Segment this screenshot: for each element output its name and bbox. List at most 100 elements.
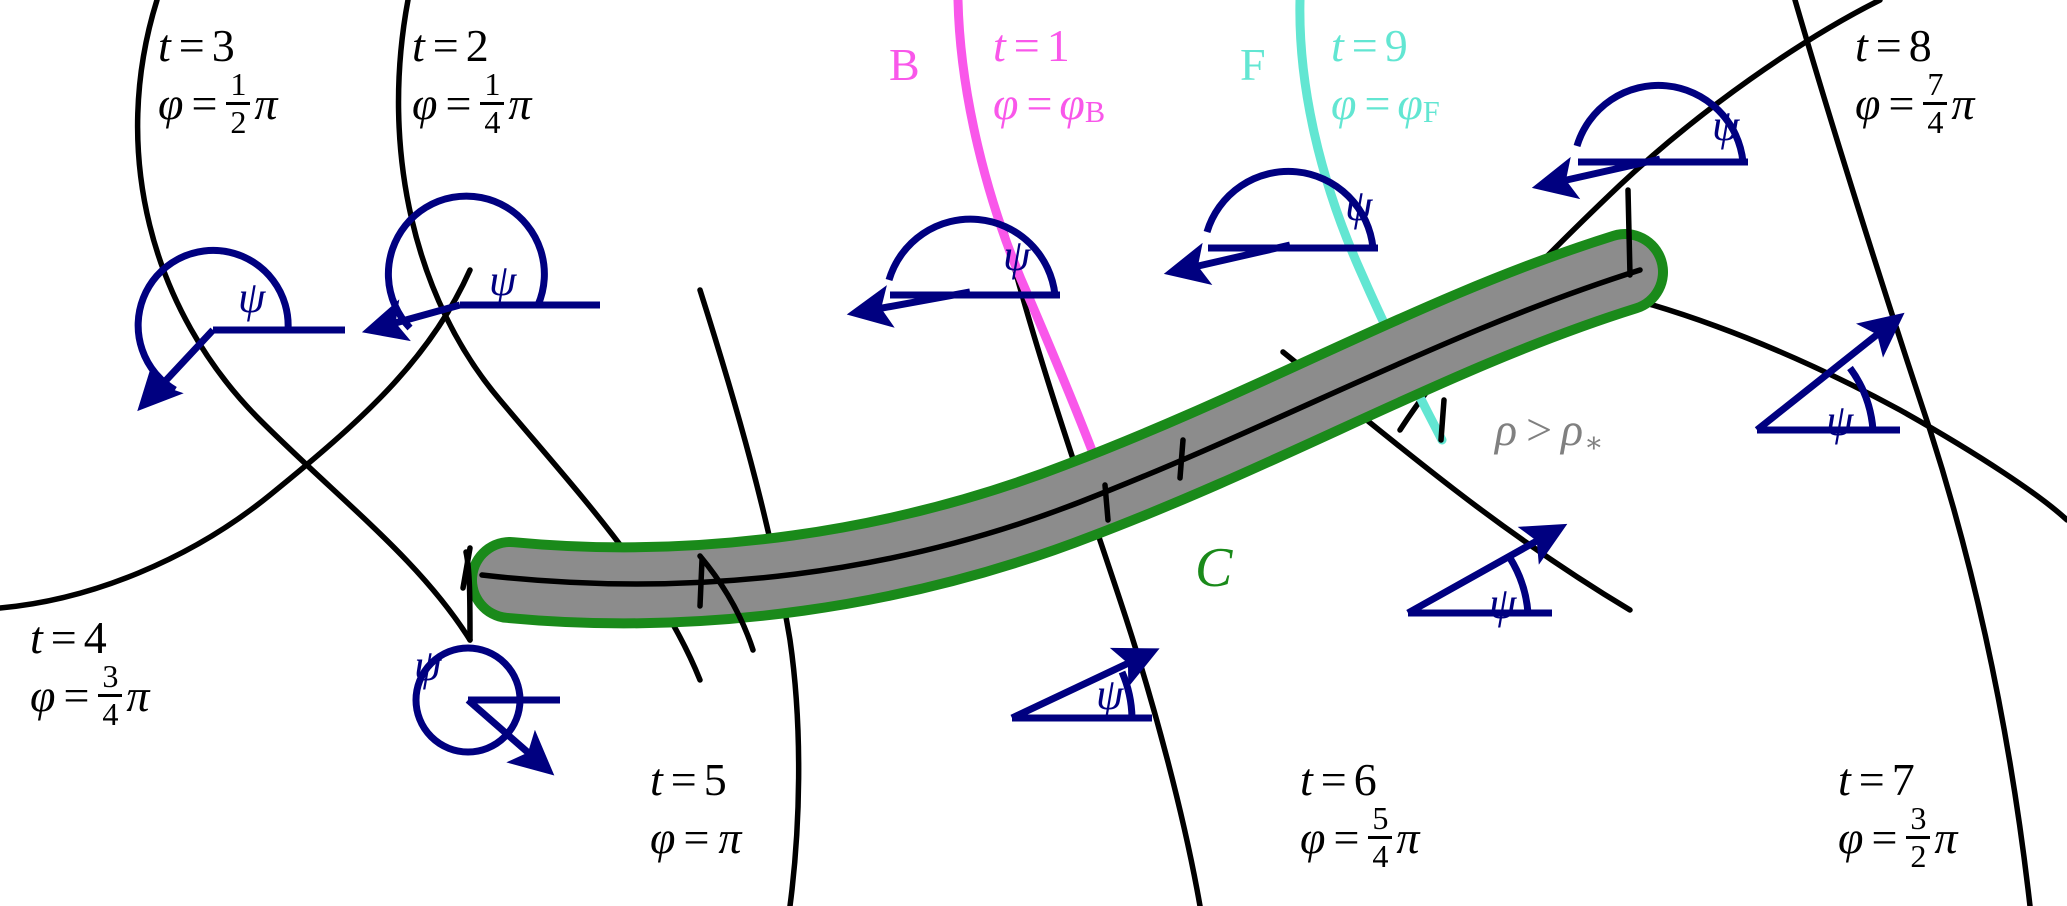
t-value: 3 (211, 20, 235, 72)
angle-arc (384, 192, 548, 331)
phi-variable: φ (993, 78, 1019, 130)
pi-symbol: π (126, 670, 150, 722)
angle-marker-psi-7 (1010, 647, 1160, 722)
equals-sign: = (445, 78, 472, 130)
angle-marker-psi-1 (134, 246, 345, 412)
crossing-t8-vertical (1625, 187, 1633, 278)
equals-sign: = (670, 754, 697, 806)
phi-variable: φ (1300, 812, 1326, 864)
rho-symbol: ρ (1495, 404, 1518, 455)
phi-variable: φ (412, 78, 438, 130)
angle-arc (134, 246, 292, 394)
fraction-bar (1923, 101, 1948, 105)
phi-variable: φ (1855, 78, 1881, 130)
psi-label-9: ψ (1826, 396, 1854, 445)
equals-sign: = (1026, 78, 1053, 130)
crossing-b (1102, 482, 1111, 523)
band-fill-gray (477, 239, 1658, 619)
crossing-t3 (463, 549, 473, 643)
t-variable: t (1300, 754, 1313, 806)
phi-variable: φ (30, 670, 56, 722)
direction-ray (465, 697, 555, 776)
curve-crossings-over-band (460, 187, 1633, 653)
fraction-numerator: 3 (102, 657, 119, 694)
equals-sign: = (683, 812, 710, 864)
equals-sign: = (191, 78, 218, 130)
coordinate-label-t6: t = 6 φ = 5 4 π (1300, 752, 1419, 872)
equals-sign: = (1351, 20, 1378, 72)
fraction: 3 4 (98, 657, 123, 731)
angle-arc (885, 215, 1059, 296)
fraction-numerator: 3 (1910, 799, 1927, 836)
crossing-t2 (697, 557, 705, 609)
curve-B-tag: B (889, 39, 920, 90)
star-subscript: ∗ (1584, 428, 1604, 459)
angle-marker-psi-2 (361, 192, 600, 342)
pi-symbol: π (1934, 812, 1958, 864)
phi-value: φ (1397, 78, 1423, 130)
pi-symbol: π (508, 78, 532, 130)
direction-ray (1754, 312, 1905, 433)
psi-label-8: ψ (1489, 579, 1517, 628)
angle-marker-psi-6 (412, 644, 560, 776)
psi-label-5: ψ (1712, 101, 1740, 150)
t-value: 5 (703, 754, 727, 806)
curve-F-label: t = 9 φ = φ F (1331, 18, 1440, 132)
angle-marker-psi-4 (1163, 167, 1378, 286)
equals-sign: = (1858, 754, 1885, 806)
coordinate-curve-t3 (134, 0, 473, 643)
angle-marker-psi-8 (1406, 523, 1568, 617)
psi-label-3: ψ (1003, 231, 1031, 280)
crossing-f (1438, 397, 1447, 443)
t-value: 6 (1353, 754, 1377, 806)
angle-arc (1203, 167, 1377, 249)
equals-sign: = (63, 670, 90, 722)
psi-label-2: ψ (489, 256, 517, 305)
pi-symbol: π (254, 78, 278, 130)
coordinate-label-t2: t = 2 φ = 1 4 π (412, 18, 532, 138)
angle-arc (1573, 81, 1747, 163)
coordinate-label-t3: t = 3 φ = 1 2 π (158, 18, 278, 138)
fraction: 1 4 (480, 65, 505, 139)
equals-sign: = (1013, 20, 1040, 72)
fraction-bar (98, 693, 123, 697)
phi-subscript: F (1422, 95, 1440, 130)
greater-than-sign: > (1526, 404, 1553, 455)
equals-sign: = (432, 20, 459, 72)
curve-F-tag: F (1240, 39, 1266, 90)
direction-ray (1163, 241, 1291, 286)
psi-label-1: ψ (238, 273, 266, 322)
psi-label-7: ψ (1096, 670, 1124, 719)
t-variable: t (1331, 20, 1344, 72)
direction-ray (361, 299, 461, 342)
fraction: 3 2 (1906, 799, 1931, 873)
phi-variable: φ (1838, 812, 1864, 864)
angle-arc-full (412, 644, 524, 756)
phi-value: φ (1059, 78, 1085, 130)
coordinate-label-t8: t = 8 φ = 7 4 π (1855, 18, 1975, 138)
t-value: 8 (1908, 20, 1932, 72)
fraction-numerator: 1 (484, 65, 501, 102)
t-variable: t (412, 20, 425, 72)
t-variable: t (650, 754, 663, 806)
t-variable: t (30, 612, 43, 664)
equals-sign: = (50, 612, 77, 664)
coordinate-curve-t5 (697, 287, 802, 906)
fraction: 1 2 (226, 67, 251, 140)
angle-marker-psi-3 (846, 215, 1060, 328)
pi-symbol: π (1951, 78, 1975, 130)
t-value: 9 (1384, 20, 1408, 72)
fraction: 7 4 (1923, 67, 1948, 140)
fraction-denominator: 2 (230, 103, 247, 140)
angle-arc (1506, 556, 1532, 614)
density-threshold-label: ρ>ρ∗ (1495, 403, 1604, 459)
fraction: 5 4 (1368, 801, 1393, 873)
direction-ray (846, 285, 971, 328)
t-value: 2 (465, 20, 489, 72)
t-value: 1 (1046, 20, 1070, 72)
angle-marker-psi-9 (1754, 312, 1905, 434)
density-band (467, 229, 1668, 629)
fraction-denominator: 4 (1927, 103, 1944, 140)
